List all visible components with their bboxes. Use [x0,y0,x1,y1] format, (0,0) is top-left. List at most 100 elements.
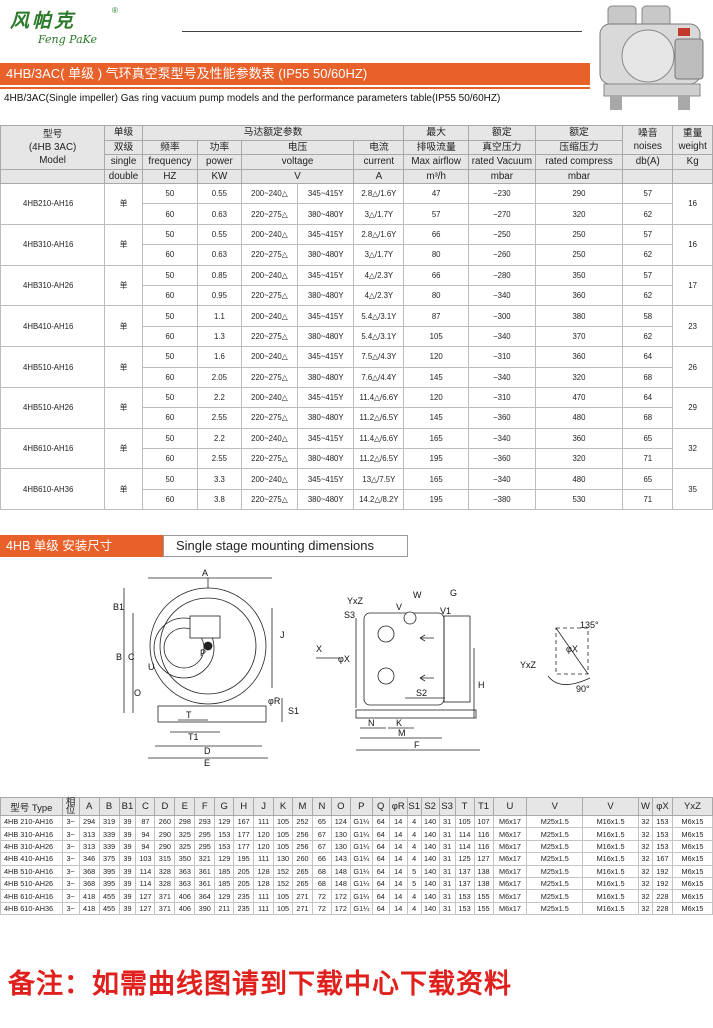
dimension-cell: 418 [78,889,100,903]
a-cell: 5.4△/3.1Y [353,325,405,348]
v2-cell: 380~480Y [297,448,355,470]
dimension-cell: 364 [194,889,216,903]
stage-cell: 单 [104,223,143,266]
stage-cell: 单 [104,386,143,429]
col-vacuum-cn: 真空压力 [468,139,536,155]
dimension-cell: 140 [420,827,440,841]
performance-subtitle: 4HB/3AC(Single impeller) Gas ring vacuum… [4,93,501,104]
col-freq-unit: HZ [141,168,199,184]
dimension-cell: 14 [388,901,408,916]
dimension-cell: 361 [194,864,216,878]
v2-cell: 380~480Y [297,244,355,266]
col-current-unit: A [353,168,405,184]
dimension-cell: G1¼ [349,901,373,916]
dim-label-E: E [204,758,210,768]
flow-cell: 57 [403,203,469,225]
dimension-cell: 153 [454,889,475,903]
dim-col-header: F [194,797,216,816]
col-compress-en: rated compress [534,154,624,170]
dimension-cell: M6x17 [492,901,528,916]
dim-col-header: M [292,797,313,816]
dim-col-header: K [273,797,294,816]
dimension-cell: M6x15 [671,827,713,841]
dimension-cell: G1¼ [349,852,373,866]
comp-cell: 530 [534,488,624,511]
dimension-cell: 64 [371,876,390,891]
dim-label-G: G [450,588,457,598]
dim-label-K: K [396,718,402,728]
dimension-cell: 4HB 310-AH16 [0,827,63,841]
vac-cell: −310 [468,346,536,368]
dimension-cell: M6x15 [671,864,713,878]
flow-cell: 47 [403,182,469,205]
dimension-cell: 105 [273,814,294,829]
dimension-cell: 256 [292,839,313,854]
dimension-cell: 155 [473,901,494,916]
vac-cell: −300 [468,305,536,327]
dimension-cell: 4HB 610-AH36 [0,901,63,916]
dimension-cell: G1¼ [349,814,373,829]
dim-label-T1: T1 [188,732,199,742]
weight-cell: 16 [672,183,713,225]
dim-label-S3: S3 [344,610,355,620]
dimension-cell: 260 [154,814,176,829]
dimension-cell: 111 [253,889,275,903]
dimension-cell: 138 [473,864,494,878]
flange-label-YxZ: YxZ [520,660,537,670]
dimension-cell: 31 [438,901,456,916]
col-stage-double-cn: 双级 [104,139,143,155]
dimension-cell: 94 [135,827,156,841]
dimension-cell: 105 [273,889,294,903]
dimension-cell: 153 [214,827,235,841]
model-cell: 4HB410-AH16 [0,305,106,348]
dim-col-header: B [98,797,120,816]
dimension-cell: M25x1.5 [526,864,584,878]
dimension-cell: 127 [473,852,494,866]
dimension-cell: 72 [311,889,332,903]
dimension-cell: M16x1.5 [582,889,639,903]
dimension-cell: 4HB 210-AH16 [0,814,63,829]
a-cell: 3△/1.7Y [353,203,405,225]
dimension-cell: 177 [233,827,255,841]
dimension-cell: 39 [118,889,137,903]
col-vacuum-unit: mbar [468,168,536,184]
dimension-cell: 14 [388,852,408,866]
flow-cell: 165 [403,468,469,490]
dim-label-V1: V1 [440,606,451,616]
flow-cell: 120 [403,346,469,368]
dimension-cell: M16x1.5 [582,901,639,916]
dimension-cell: 152 [273,864,294,878]
dimension-cell: 177 [233,839,255,854]
dimension-cell: M6x17 [492,852,528,866]
dimension-cell: 319 [98,814,120,829]
dimension-cell: M6x17 [492,814,528,829]
hz-cell: 60 [141,488,199,511]
col-stage-double-en: double [104,168,143,184]
dimension-cell: 152 [273,876,294,891]
brand-name-en: Feng PaKe [38,33,98,46]
col-vacuum-en: rated Vacuum [468,154,536,170]
dim-col-header: V [526,797,584,816]
dimension-cell: 137 [454,876,475,891]
dimension-cell: 64 [371,864,390,878]
dimension-cell: 140 [420,814,440,829]
stage-cell: 单 [104,305,143,348]
db-cell: 71 [622,448,674,470]
dimension-cell: 293 [194,814,216,829]
dimension-cell: M6x15 [671,839,713,854]
brand-logo: 风帕克 ® Feng PaKe [10,6,170,50]
kw-cell: 0.63 [197,203,242,225]
col-rated-1: 额定 [468,125,536,141]
dimension-cell: 235 [233,901,255,916]
col-power-cn: 功率 [197,139,242,155]
dimension-cell: 14 [388,889,408,903]
kw-cell: 3.3 [197,468,242,490]
comp-cell: 250 [534,244,624,266]
dimension-cell: M6x15 [671,876,713,891]
v2-cell: 380~480Y [297,325,355,348]
flange-label-90: 90° [576,684,590,694]
